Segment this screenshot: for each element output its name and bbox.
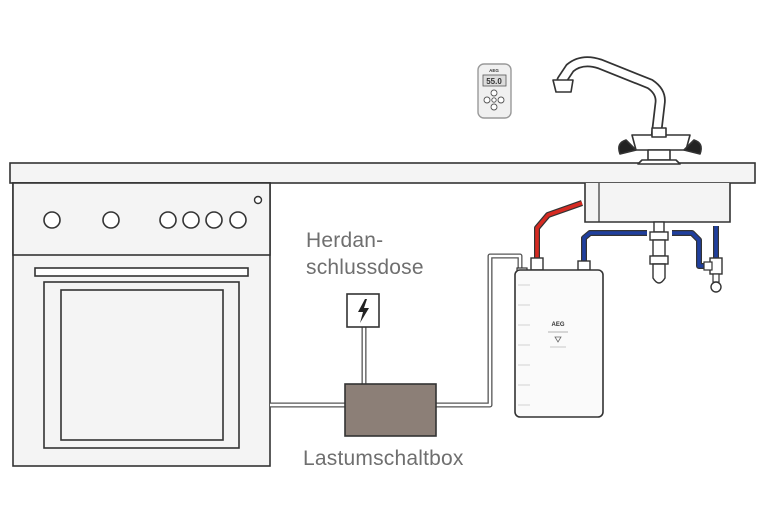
cable-box-to-heater bbox=[436, 253, 523, 408]
remote-button bbox=[490, 89, 498, 97]
faucet bbox=[552, 56, 702, 165]
socket-label-line1: Herdan- bbox=[306, 229, 384, 252]
remote-display-value: 55.0 bbox=[486, 77, 502, 86]
remote-button bbox=[490, 103, 498, 111]
stove-knob bbox=[159, 211, 177, 229]
cold-water-supply-pipe bbox=[672, 230, 714, 269]
angle-valve bbox=[703, 257, 723, 293]
stove-knob bbox=[102, 211, 120, 229]
water-heater: AEG bbox=[514, 269, 604, 418]
heater-status-icon bbox=[554, 336, 562, 343]
remote-brand-logo: AEG bbox=[489, 68, 499, 73]
stove-knob bbox=[229, 211, 247, 229]
stove bbox=[12, 182, 271, 467]
oven-handle bbox=[34, 267, 249, 277]
stove-knob bbox=[182, 211, 200, 229]
remote-button bbox=[491, 97, 497, 103]
remote-button bbox=[497, 96, 505, 104]
socket-label-line2: schlussdose bbox=[306, 256, 424, 279]
load-switch-box bbox=[344, 383, 437, 437]
cold-water-pipe bbox=[581, 230, 647, 265]
remote-control: AEG 55.0 bbox=[477, 63, 512, 119]
stove-knob bbox=[43, 211, 61, 229]
lightning-bolt-icon bbox=[358, 299, 369, 323]
heater-brand-logo: AEG bbox=[551, 322, 564, 328]
stove-knob bbox=[205, 211, 223, 229]
remote-button bbox=[483, 96, 491, 104]
switch-box-label: Lastumschaltbox bbox=[303, 447, 464, 470]
stove-indicator-light bbox=[253, 195, 263, 205]
oven-window bbox=[60, 289, 224, 441]
heater-connector-cold bbox=[577, 260, 591, 271]
countertop bbox=[9, 162, 756, 184]
heater-connector-hot bbox=[530, 257, 544, 271]
remote-display bbox=[482, 74, 507, 87]
sink bbox=[584, 183, 731, 284]
stove-connection-socket bbox=[346, 293, 380, 328]
